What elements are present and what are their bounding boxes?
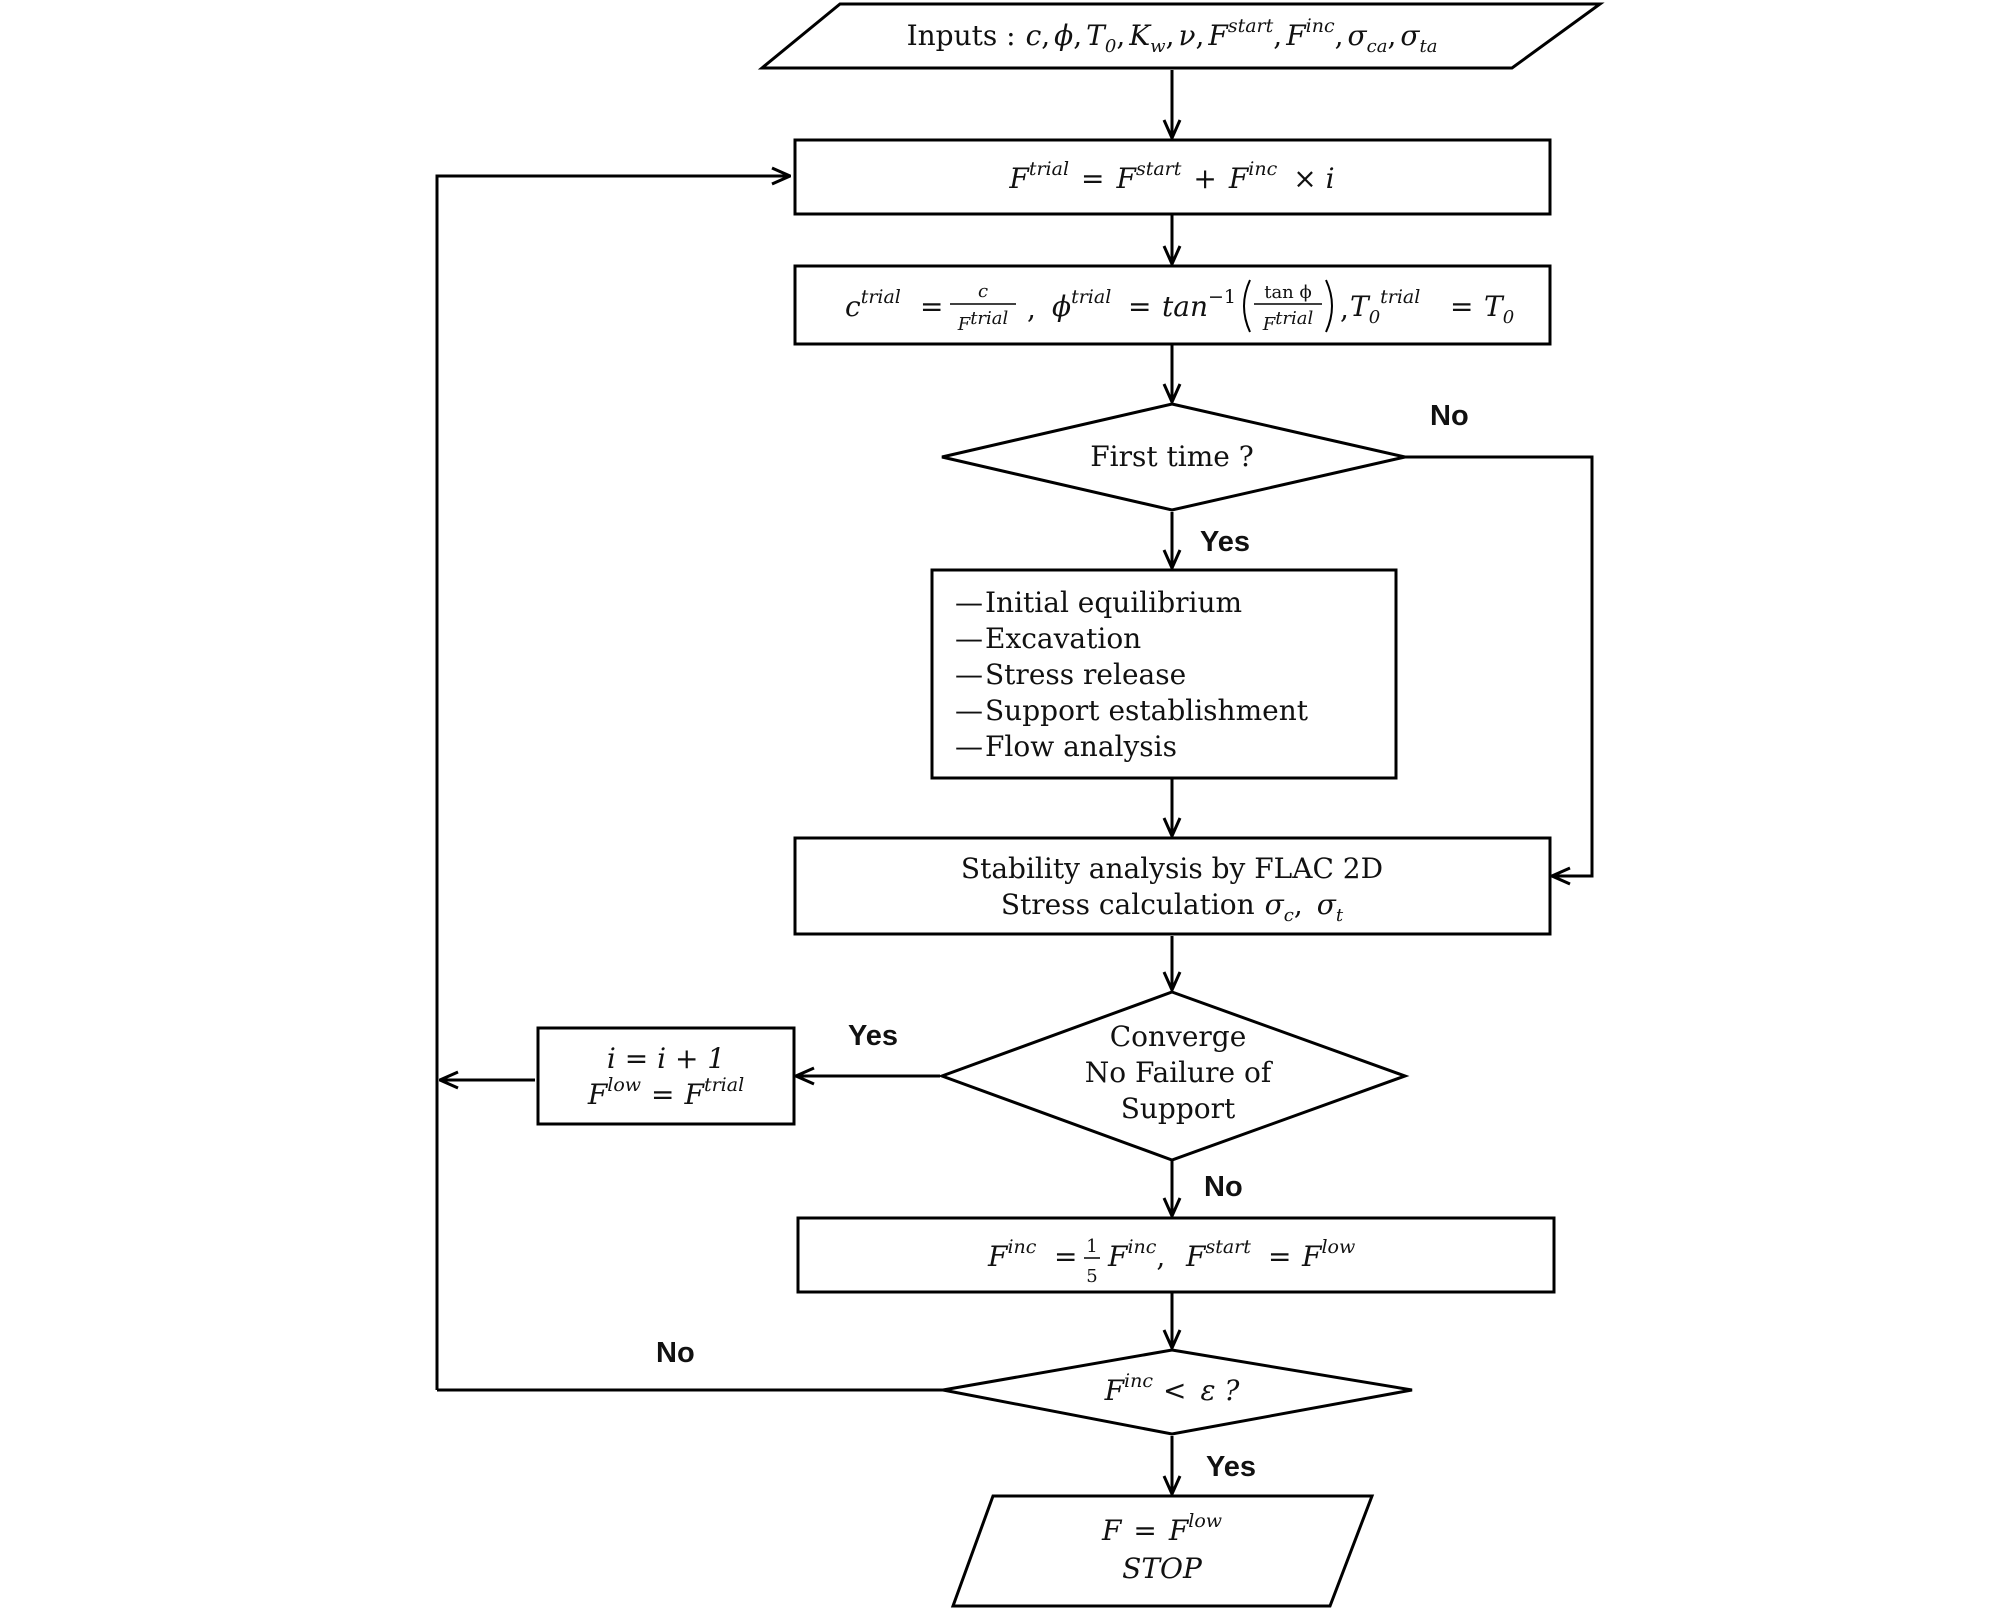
stability-line-2: Stress calculation σc, σt — [1001, 888, 1344, 926]
check-text: Finc < ε ? — [1104, 1370, 1241, 1407]
steps-bullet-1: — — [955, 586, 983, 619]
step-flow-analysis: Flow analysis — [985, 730, 1177, 763]
svg-text:,: , — [1027, 292, 1036, 325]
step-excavation: Excavation — [985, 622, 1141, 655]
svg-text:T0trial: T0trial — [1350, 286, 1420, 328]
edge-loop-back-to-trial — [435, 176, 790, 1390]
connectors — [435, 70, 1594, 1494]
svg-text:T0: T0 — [1484, 290, 1514, 328]
svg-text:=: = — [1128, 290, 1151, 323]
label-converge-no: No — [1204, 1171, 1243, 1203]
svg-text:c: c — [978, 281, 988, 302]
converge-line-3: Support — [1121, 1092, 1236, 1125]
initial-steps-node: — Initial equilibrium — Excavation — Str… — [930, 568, 1398, 780]
stop-line-1: F = Flow — [1101, 1510, 1222, 1547]
label-first-time-yes: Yes — [1200, 526, 1250, 558]
svg-text:Ftrial: Ftrial — [957, 308, 1009, 335]
check-decision: Finc < ε ? — [942, 1348, 1413, 1436]
label-converge-yes: Yes — [848, 1020, 898, 1052]
t-trial-expression: T0trial = T0 — [1350, 286, 1514, 328]
svg-text:Finc: Finc — [987, 1236, 1037, 1273]
c-trial-expression: ctrial = c Ftrial , — [845, 281, 1036, 335]
svg-text:=: = — [1450, 290, 1473, 323]
first-time-decision: First time ? — [941, 402, 1406, 512]
svg-text:ϕtrial: ϕtrial — [1052, 286, 1111, 323]
first-time-text: First time ? — [1090, 440, 1254, 473]
steps-bullet-5: — — [955, 730, 983, 763]
svg-text:Finc,: Finc, — [1107, 1236, 1165, 1273]
increment-line-2: Flow = Ftrial — [587, 1074, 744, 1111]
svg-text:Flow: Flow — [1301, 1236, 1355, 1273]
steps-bullet-3: — — [955, 658, 983, 691]
trial-factor-text: Ftrial = Fstart + Finc × i — [1008, 158, 1334, 195]
inputs-node: Inputs : c, ϕ, T0, Kw, ν, Fstart, Finc, … — [757, 2, 1605, 70]
converge-line-2: No Failure of — [1085, 1056, 1274, 1089]
step-initial-equilibrium: Initial equilibrium — [985, 586, 1242, 619]
svg-text:Ftrial: Ftrial — [1262, 308, 1314, 335]
edge-firsttime-no — [1405, 455, 1594, 876]
svg-text:=: = — [920, 290, 943, 323]
converge-line-1: Converge — [1110, 1020, 1247, 1053]
converge-decision: Converge No Failure of Support — [937, 990, 1410, 1162]
reduced-params-node: ctrial = c Ftrial , ϕtrial = tan−1 tan ϕ… — [793, 264, 1552, 346]
svg-text:=: = — [1268, 1240, 1291, 1273]
steps-bullet-4: — — [955, 694, 983, 727]
stop-node: F = Flow STOP — [950, 1494, 1375, 1608]
phi-trial-expression: ϕtrial = tan−1 tan ϕ Ftrial , — [1052, 279, 1349, 335]
label-first-time-no: No — [1430, 400, 1469, 432]
step-support-establishment: Support establishment — [985, 694, 1309, 727]
label-check-yes: Yes — [1206, 1451, 1256, 1483]
increment-node: i = i + 1 Flow = Ftrial — [536, 1026, 796, 1126]
refine-node: Finc = 1 5 Finc, Fstart = Flow — [796, 1216, 1556, 1294]
svg-text:tan−1: tan−1 — [1162, 286, 1236, 323]
step-stress-release: Stress release — [985, 658, 1186, 691]
label-check-no: No — [656, 1337, 695, 1369]
svg-text:ctrial: ctrial — [845, 286, 901, 323]
svg-text:=: = — [1054, 1240, 1077, 1273]
trial-factor-node: Ftrial = Fstart + Finc × i — [793, 138, 1552, 216]
increment-line-1: i = i + 1 — [607, 1042, 725, 1075]
svg-text:tan ϕ: tan ϕ — [1264, 282, 1312, 303]
svg-text:,: , — [1340, 292, 1349, 325]
refine-fraction-den: 5 — [1086, 1266, 1097, 1287]
stability-line-1: Stability analysis by FLAC 2D — [961, 852, 1383, 885]
steps-bullet-2: — — [955, 622, 983, 655]
stability-analysis-node: Stability analysis by FLAC 2D Stress cal… — [793, 836, 1552, 936]
svg-text:Fstart: Fstart — [1185, 1236, 1251, 1273]
refine-fraction-num: 1 — [1086, 1236, 1097, 1257]
inputs-text: Inputs : c, ϕ, T0, Kw, ν, Fstart, Finc, … — [907, 15, 1438, 57]
stop-line-2: STOP — [1122, 1552, 1203, 1585]
edge-labels: No Yes Yes No No Yes — [656, 400, 1469, 1483]
